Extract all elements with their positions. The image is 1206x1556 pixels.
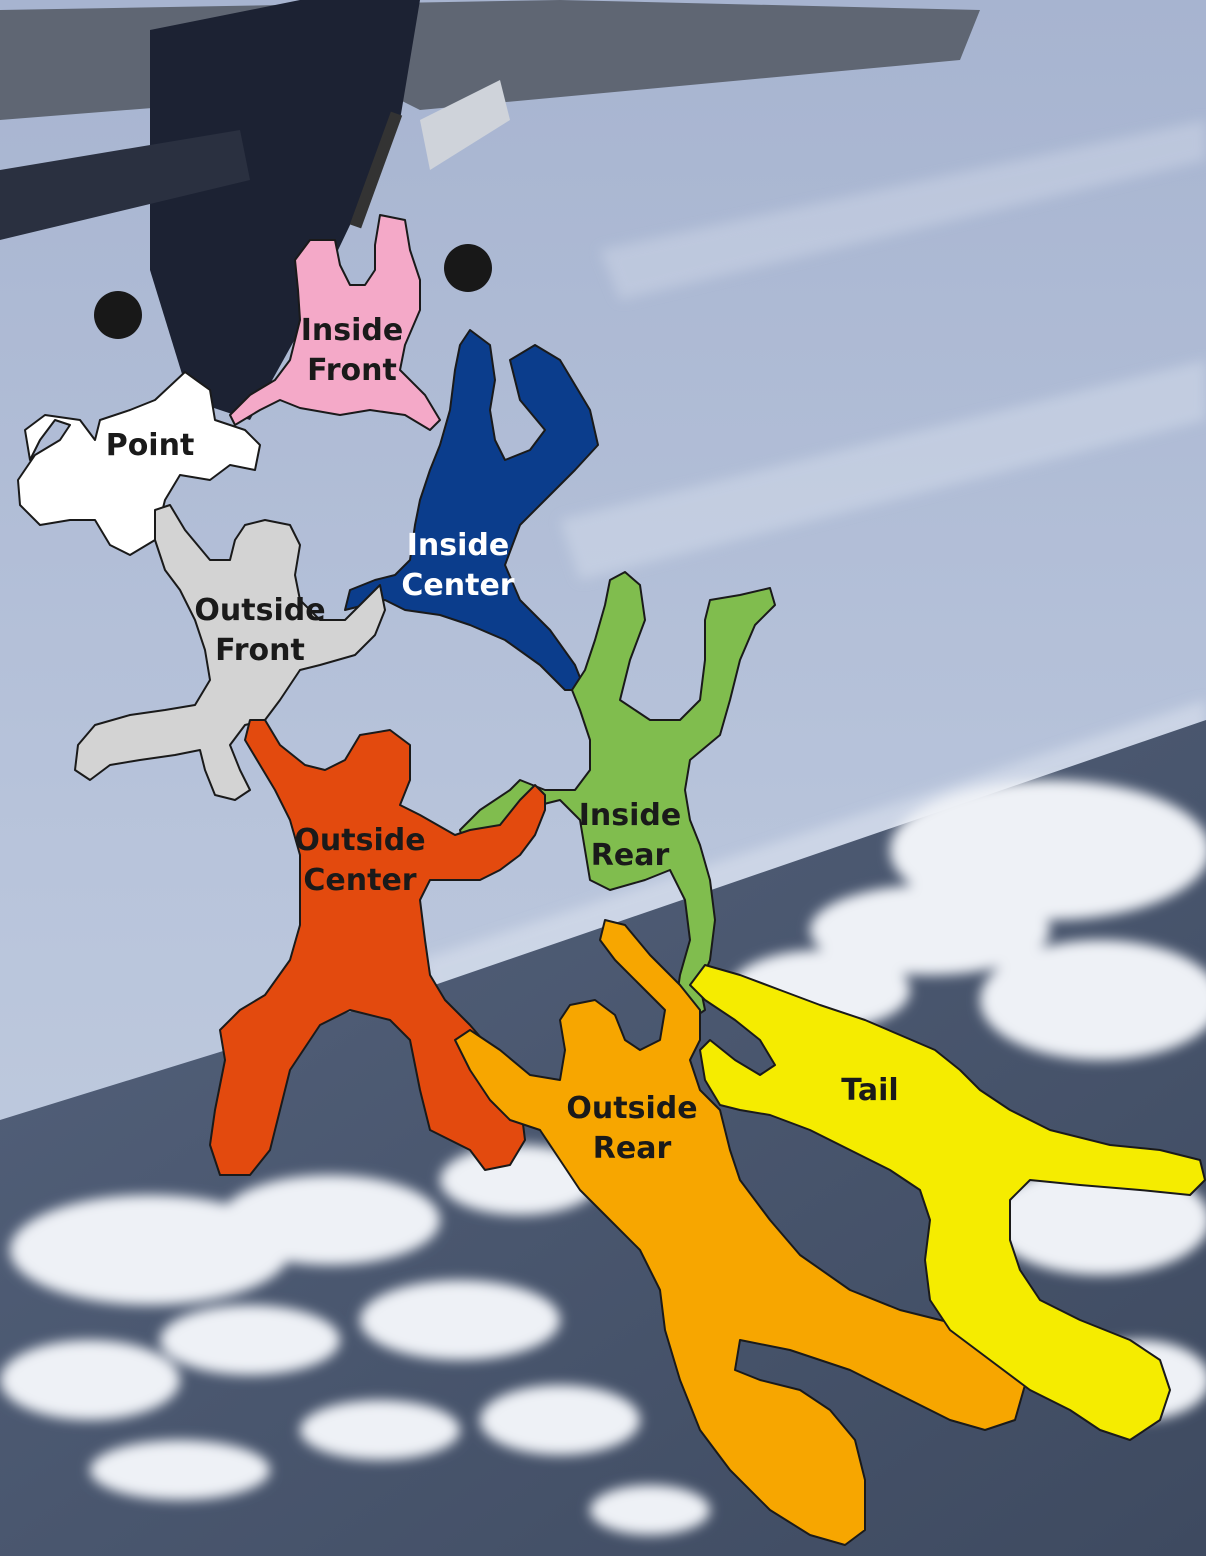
slot-label-line: Inside [579,798,681,833]
slot-label-line: Front [215,633,305,668]
slot-label-line: Rear [593,1131,672,1166]
slot-label-line: Center [401,568,514,603]
slot-label-line: Inside [301,313,403,348]
slot-label-line: Point [106,428,195,463]
slot-label-line: Outside [294,823,425,858]
slot-label-tail: Tail [841,1073,898,1108]
slot-label-line: Rear [591,838,670,873]
slot-label-line: Inside [407,528,509,563]
slot-label-line: Center [303,863,416,898]
slot-label-line: Outside [566,1091,697,1126]
slot-label-line: Front [307,353,397,388]
slot-label-line: Tail [841,1073,898,1108]
slot-label-point: Point [106,428,195,463]
slot-label-line: Outside [194,593,325,628]
